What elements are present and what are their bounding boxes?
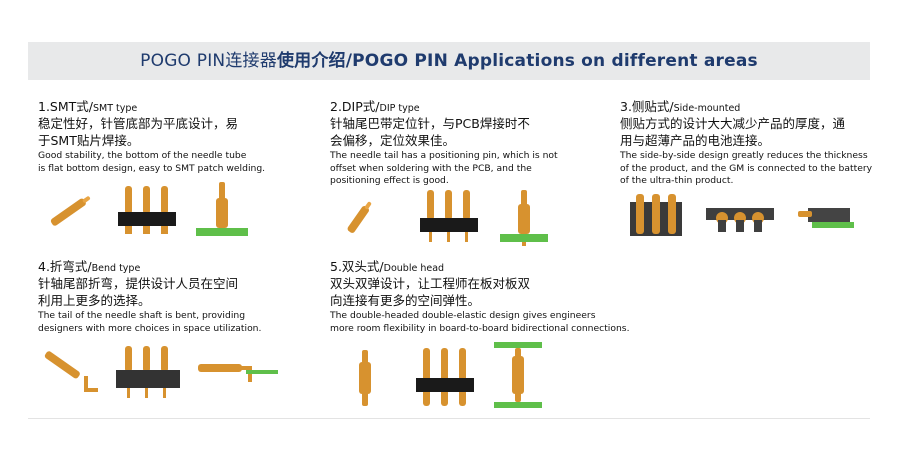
section-double-head: 5.双头式/Double head 双头双弹设计，让工程师在板对板双向连接有更多… [330, 256, 630, 335]
bend-connector-image [116, 346, 180, 398]
dip-single-pin-image [347, 201, 372, 233]
section-en-text: The needle tail has a positioning pin, w… [330, 150, 558, 186]
section-en-text: The double-headed double-elastic design … [330, 310, 630, 334]
section-cn-text: 双头双弹设计，让工程师在板对板双向连接有更多的空间弹性。 [330, 276, 531, 308]
section-side-mounted: 3.侧贴式/Side-mounted 侧贴方式的设计大大减少产品的厚度，通用与超… [620, 96, 872, 188]
page-title: POGO PIN连接器使用介绍/POGO PIN Applications on… [140, 51, 758, 71]
section-heading: 2.DIP式/DIP type [330, 99, 420, 114]
dip-pcb-mount-image [500, 190, 548, 246]
double-head-connector-image [416, 348, 474, 406]
side-mount-connector-image [630, 194, 682, 236]
section-smt: 1.SMT式/SMT type 稳定性好，针管底部为平底设计，易于SMT贴片焊接… [38, 96, 265, 175]
section-cn-text: 针轴尾部折弯，提供设计人员在空间利用上更多的选择。 [38, 276, 239, 308]
section-bend: 4.折弯式/Bend type 针轴尾部折弯，提供设计人员在空间利用上更多的选择… [38, 256, 261, 335]
title-bold: 使用介绍/POGO PIN Applications on different … [276, 51, 758, 71]
section-cn-text: 侧贴方式的设计大大减少产品的厚度，通用与超薄产品的电池连接。 [620, 116, 846, 148]
bend-single-pin-image [44, 351, 98, 392]
section-cn-text: 针轴尾巴带定位针，与PCB焊接时不会偏移，定位效果佳。 [330, 116, 530, 148]
section-en-text: The tail of the needle shaft is bent, pr… [38, 310, 262, 334]
side-mount-pcb-image [798, 208, 854, 228]
bend-pcb-mount-image [198, 364, 278, 382]
bottom-divider [28, 418, 870, 419]
side-mount-front-image [706, 208, 774, 232]
title-banner: POGO PIN连接器使用介绍/POGO PIN Applications on… [28, 42, 870, 80]
section-heading: 5.双头式/Double head [330, 259, 445, 274]
smt-connector-image [118, 186, 176, 234]
dip-connector-image [420, 190, 478, 242]
section-en-text: Good stability, the bottom of the needle… [38, 150, 266, 174]
section-heading: 1.SMT式/SMT type [38, 99, 138, 114]
section-heading: 4.折弯式/Bend type [38, 259, 141, 274]
section-heading: 3.侧贴式/Side-mounted [620, 99, 741, 114]
double-head-pcb-mount-image [494, 342, 542, 408]
double-head-single-pin-image [359, 350, 371, 406]
section-en-text: The side-by-side design greatly reduces … [620, 150, 873, 186]
smt-single-pin-image [50, 196, 91, 226]
section-cn-text: 稳定性好，针管底部为平底设计，易于SMT贴片焊接。 [38, 116, 239, 148]
title-light: POGO PIN连接器 [140, 51, 277, 71]
section-dip: 2.DIP式/DIP type 针轴尾巴带定位针，与PCB焊接时不会偏移，定位效… [330, 96, 558, 188]
smt-pcb-mount-image [196, 182, 248, 236]
